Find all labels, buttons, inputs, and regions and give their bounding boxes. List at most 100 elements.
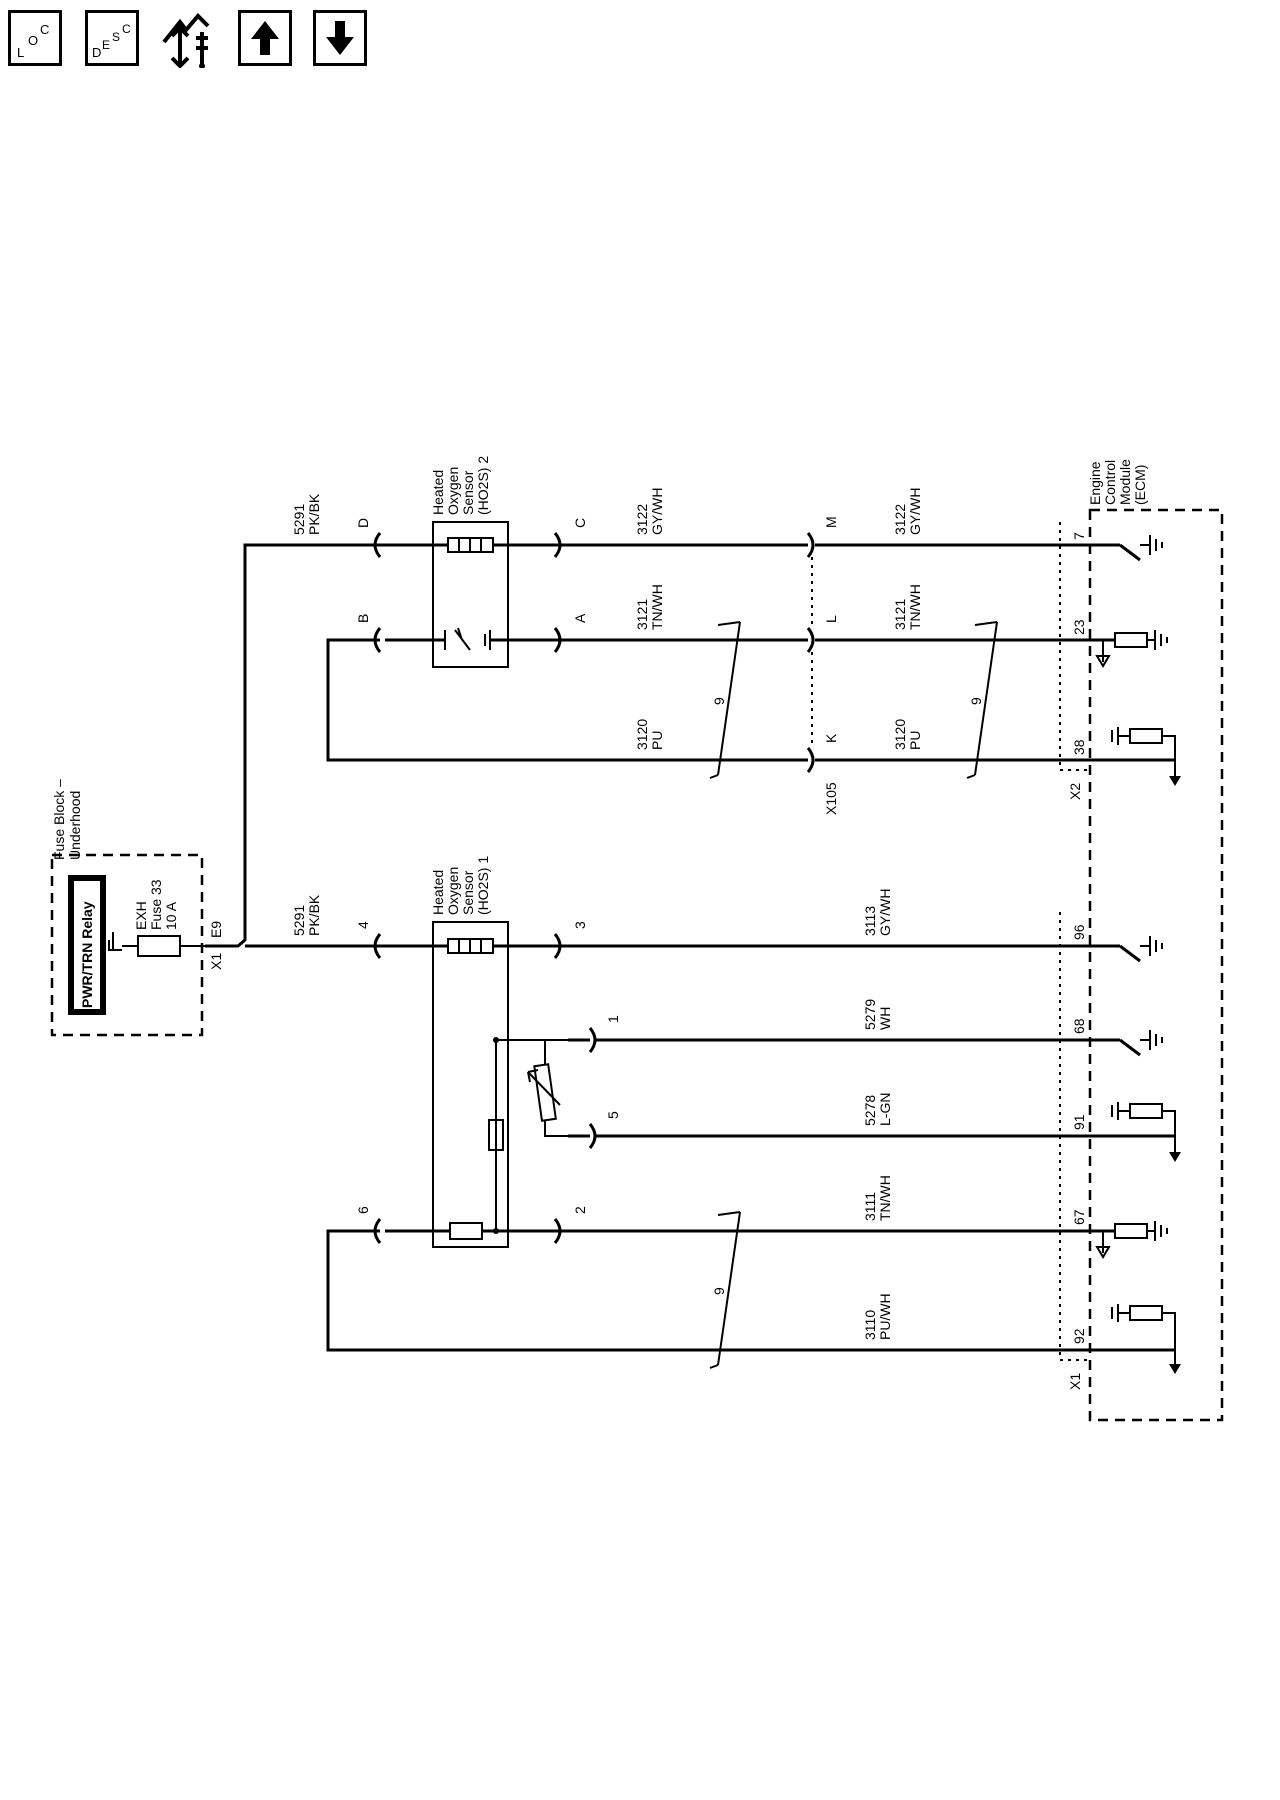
svg-text:10 A: 10 A [163, 901, 179, 930]
terminal-e9: E9 [208, 921, 224, 938]
svg-text:Sensor: Sensor [460, 470, 476, 515]
ecm-pin-38: 38 [1071, 739, 1087, 755]
ecm-bias-pin-38 [1111, 727, 1181, 786]
ho2s2-wires: 9 [326, 543, 808, 779]
ecm-pin-91: 91 [1071, 1114, 1087, 1130]
svg-text:EXH: EXH [133, 901, 149, 930]
svg-text:WH: WH [877, 1007, 893, 1030]
ho2s1-wires: 9 [326, 944, 1175, 1369]
wire-3121-label-a: 3121 TN/WH [634, 584, 665, 630]
svg-text:Oxygen: Oxygen [445, 467, 461, 515]
svg-text:5291: 5291 [291, 905, 307, 936]
toolbar: L O C D E S C [0, 0, 1280, 80]
wire-3111-label: 3111 TN/WH [862, 1175, 893, 1221]
harness-icon [162, 13, 210, 69]
twist-label-x105: 9 [968, 697, 984, 705]
connector-x1-fuse: X1 [208, 953, 224, 970]
svg-text:3113: 3113 [862, 906, 878, 936]
engine-control-module: Engine Control Module (ECM) X2 X1 7 23 3… [1059, 459, 1224, 1422]
ecm-pin-68: 68 [1071, 1018, 1087, 1034]
location-icon: L O C [17, 22, 49, 60]
ecm-switch-pin-68 [1119, 1030, 1163, 1057]
svg-text:PK/BK: PK/BK [306, 493, 322, 535]
svg-text:L-GN: L-GN [877, 1093, 893, 1126]
loc-letter-l: L [17, 45, 24, 60]
svg-text:5291: 5291 [291, 504, 307, 535]
ecm-pin-67: 67 [1071, 1209, 1087, 1225]
ecm-bias-pin-91 [1111, 1102, 1181, 1162]
x105-pin-m: M [823, 516, 839, 528]
harness-button[interactable] [158, 8, 222, 69]
location-button[interactable]: L O C [8, 10, 62, 66]
svg-text:Heated: Heated [430, 870, 446, 915]
ecm-switch-pin-7 [1119, 535, 1163, 562]
wire-3110-label: 3110 PU/WH [862, 1293, 893, 1340]
x105-to-ecm-wires: 9 [815, 543, 1175, 779]
desc-letter-s: S [112, 30, 120, 44]
ho2s1-pin-1: 1 [605, 1015, 621, 1023]
svg-text:3121: 3121 [634, 599, 650, 630]
svg-text:GY/WH: GY/WH [907, 488, 923, 535]
svg-text:(ECM): (ECM) [1132, 465, 1148, 505]
svg-text:TN/WH: TN/WH [907, 584, 923, 630]
svg-text:Heated: Heated [430, 470, 446, 515]
inline-connector-x105: M L K X105 [806, 516, 839, 815]
ho2s1-pin-4: 4 [355, 921, 371, 929]
ecm-pin-7: 7 [1071, 532, 1087, 540]
loc-letter-o: O [28, 33, 38, 48]
svg-text:5279: 5279 [862, 999, 878, 1030]
ecm-switch-pin-96 [1119, 936, 1163, 963]
wire-3121-label-b: 3121 TN/WH [892, 584, 923, 630]
svg-text:Engine: Engine [1087, 461, 1103, 505]
svg-text:PU: PU [907, 731, 923, 750]
heated-oxygen-sensor-1: Heated Oxygen Sensor (HO2S) 1 [385, 856, 568, 1248]
svg-text:(HO2S) 2: (HO2S) 2 [475, 456, 491, 515]
svg-text:5278: 5278 [862, 1095, 878, 1126]
ecm-title: Engine Control Module (ECM) [1087, 459, 1148, 505]
wire-5291 [205, 543, 385, 948]
svg-text:PU/WH: PU/WH [877, 1293, 893, 1340]
svg-text:Oxygen: Oxygen [445, 867, 461, 915]
svg-text:3120: 3120 [892, 719, 908, 750]
ho2s1-connector: 4 3 1 5 6 2 [355, 921, 621, 1244]
fuse-33 [137, 935, 181, 957]
arrow-up-button[interactable] [238, 10, 292, 66]
ecm-pin-92: 92 [1071, 1328, 1087, 1344]
description-button[interactable]: D E S C [85, 10, 139, 66]
desc-letter-e: E [102, 38, 110, 52]
relay-contact [108, 932, 122, 951]
ecm-connector-x2: X2 [1067, 783, 1083, 800]
twist-label-ho2s1: 9 [711, 1287, 727, 1295]
x105-pin-k: K [823, 733, 839, 743]
arrow-down-button[interactable] [313, 10, 367, 66]
arrow-down-icon [326, 21, 354, 55]
ho2s1-title: Heated Oxygen Sensor (HO2S) 1 [430, 856, 491, 915]
ho2s1-pin-5: 5 [605, 1111, 621, 1119]
ecm-connector-x1: X1 [1067, 1373, 1083, 1390]
svg-text:3120: 3120 [634, 719, 650, 750]
desc-letter-c: C [122, 22, 131, 36]
relay-label: PWR/TRN Relay [79, 901, 95, 1008]
ecm-pin-23: 23 [1071, 619, 1087, 635]
svg-text:TN/WH: TN/WH [649, 584, 665, 630]
svg-text:(HO2S) 1: (HO2S) 1 [475, 856, 491, 915]
svg-text:TN/WH: TN/WH [877, 1175, 893, 1221]
wire-5291-label-bottom: 5291 PK/BK [291, 894, 322, 936]
svg-text:Sensor: Sensor [460, 870, 476, 915]
ho2s2-pin-c: C [572, 518, 588, 528]
ho2s2-pin-d: D [355, 518, 371, 528]
svg-text:PU: PU [649, 731, 665, 750]
wire-3122-label-b: 3122 GY/WH [892, 488, 923, 535]
loc-letter-c: C [40, 22, 49, 37]
wire-5291-label-top: 5291 PK/BK [291, 493, 322, 535]
ho2s1-pin-2: 2 [572, 1206, 588, 1214]
desc-letter-d: D [92, 45, 101, 60]
svg-text:3111: 3111 [862, 1192, 878, 1221]
wire-3120-label-a: 3120 PU [634, 719, 665, 750]
x105-pin-l: L [823, 615, 839, 623]
svg-text:3122: 3122 [634, 504, 650, 535]
svg-text:GY/WH: GY/WH [649, 488, 665, 535]
ecm-pin-96: 96 [1071, 924, 1087, 940]
wire-3113-label: 3113 GY/WH [862, 889, 893, 936]
